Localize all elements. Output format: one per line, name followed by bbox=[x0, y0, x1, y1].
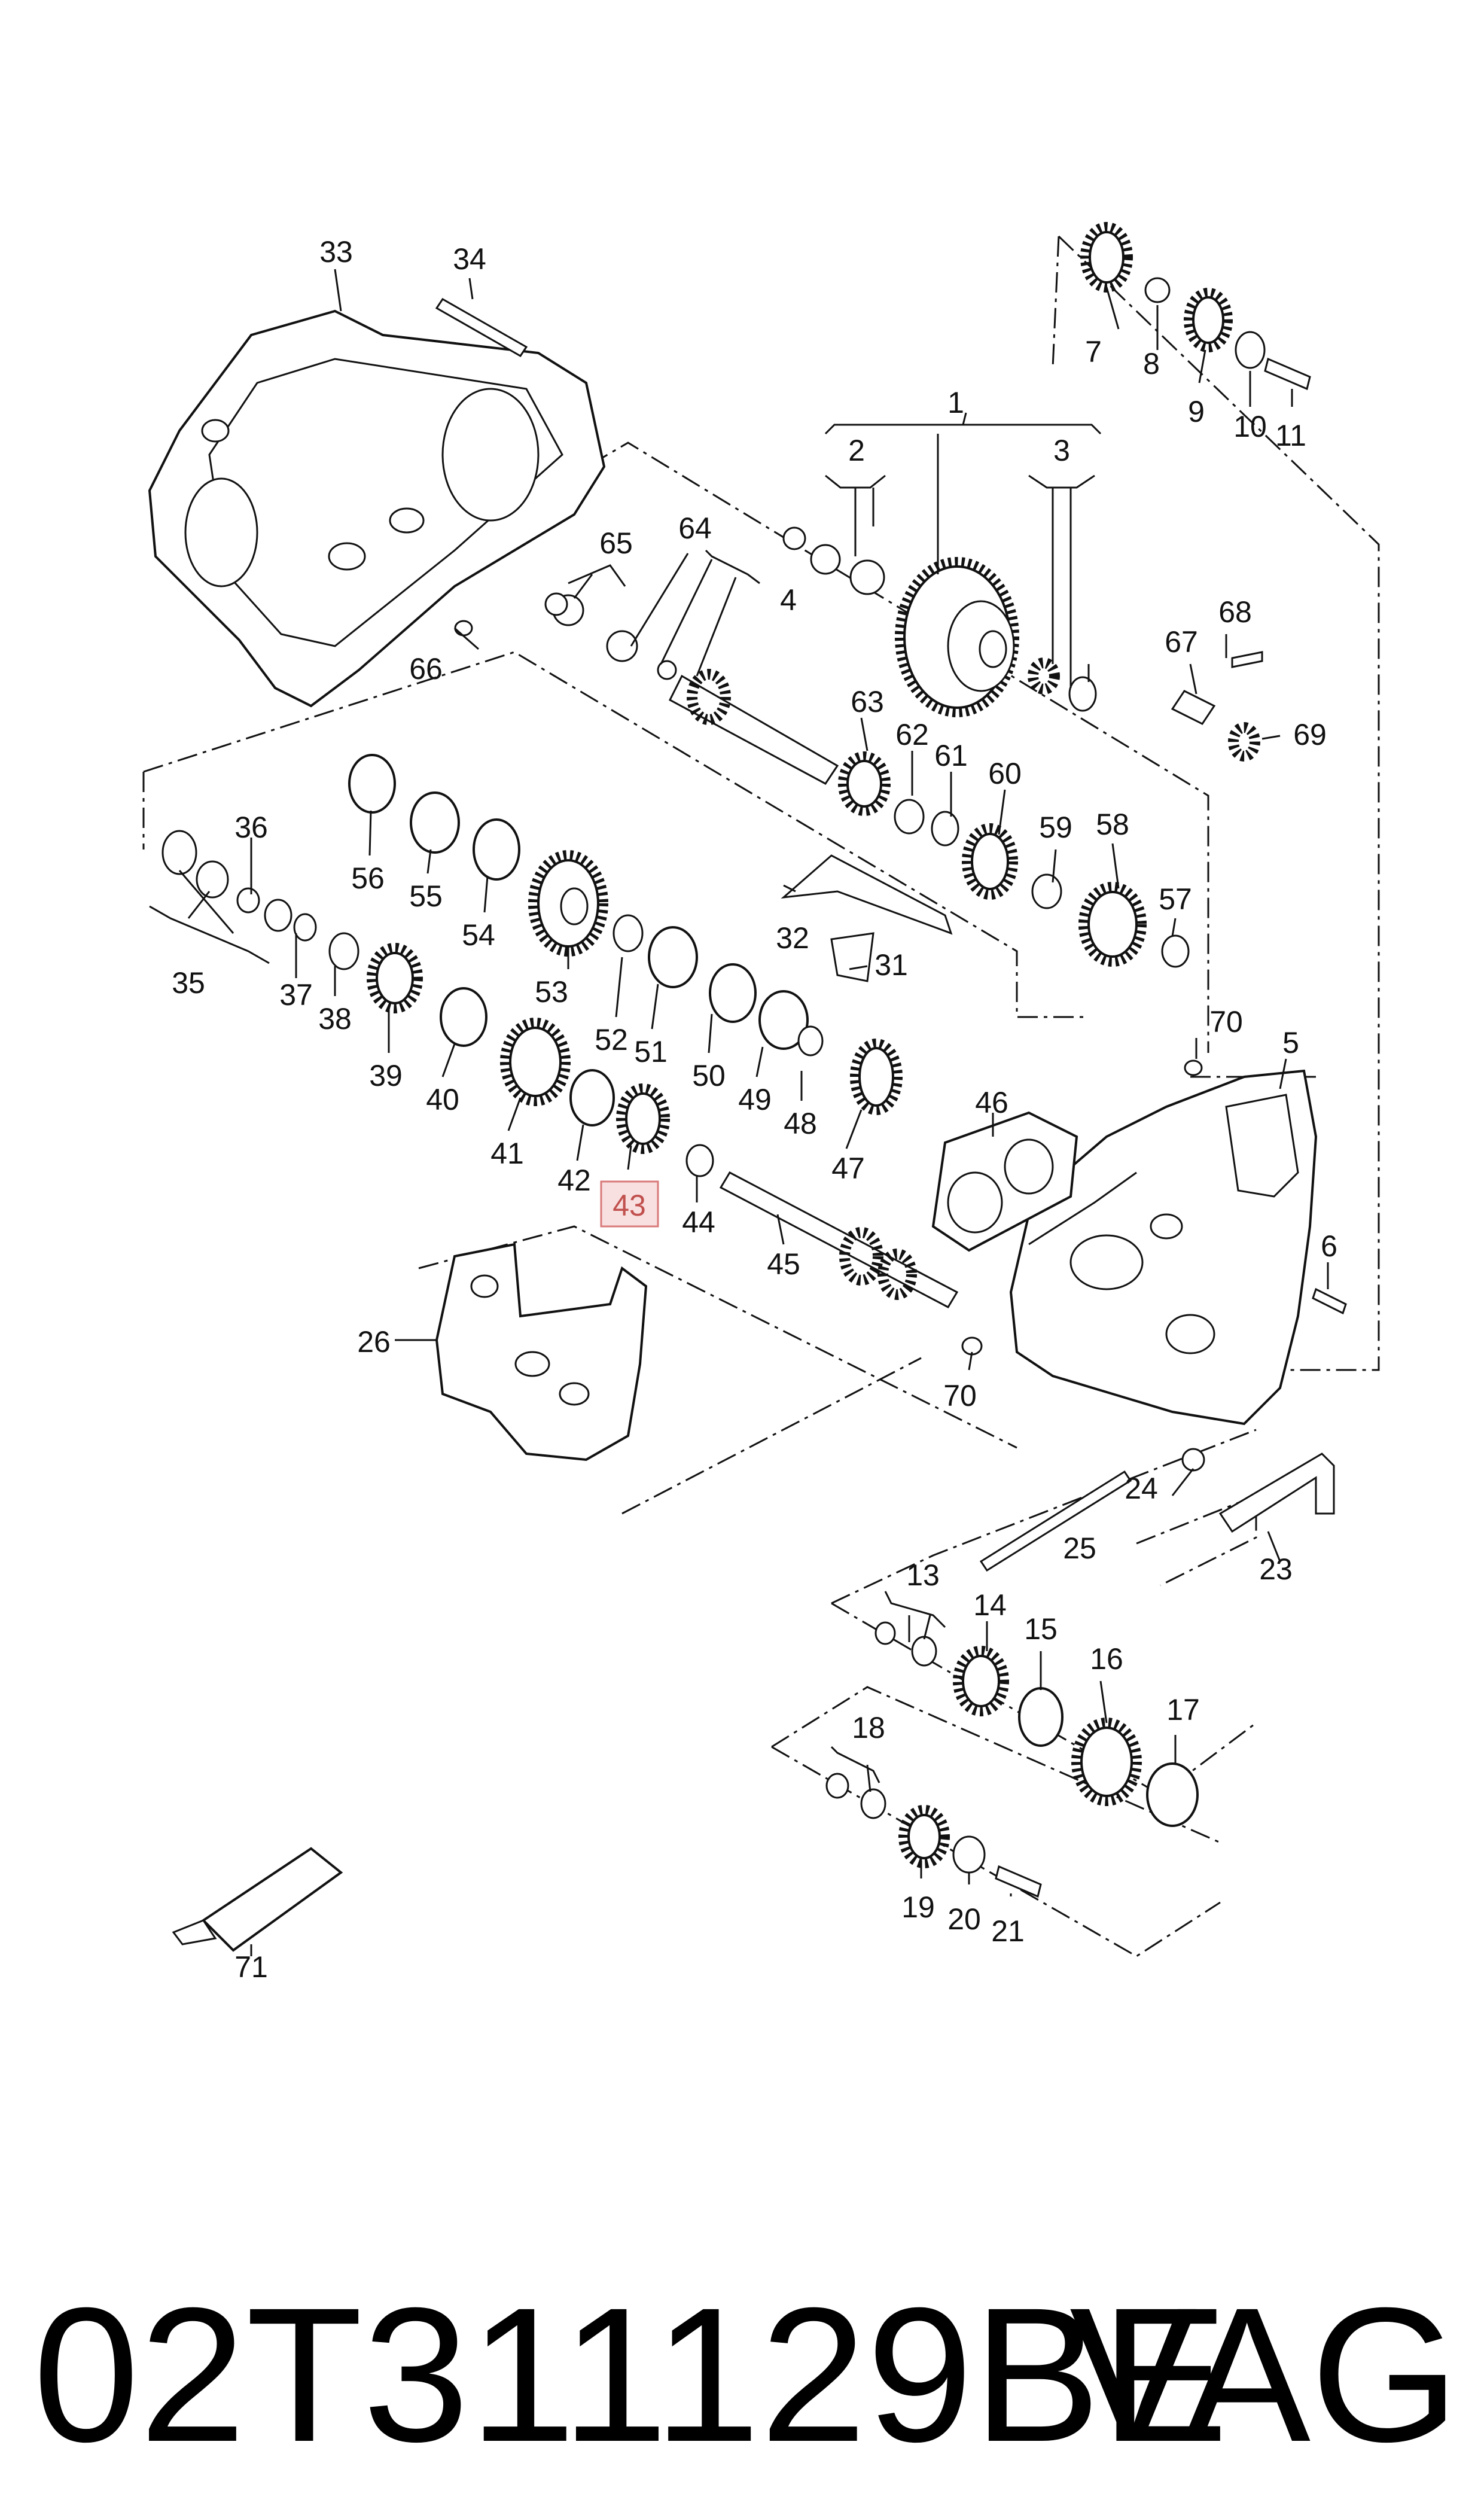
callout-45: 45 bbox=[767, 1247, 800, 1281]
callout-48: 48 bbox=[784, 1107, 817, 1140]
callout-35: 35 bbox=[172, 966, 205, 1000]
callout-24: 24 bbox=[1125, 1472, 1158, 1505]
callout-8: 8 bbox=[1143, 347, 1160, 380]
callout-7: 7 bbox=[1085, 335, 1102, 369]
sealant-tube bbox=[172, 1847, 343, 1952]
callout-65: 65 bbox=[599, 526, 633, 560]
callout-37: 37 bbox=[279, 978, 313, 1012]
callout-67: 67 bbox=[1165, 625, 1198, 659]
brand-label: VAG bbox=[1069, 2267, 1459, 2482]
callout-44: 44 bbox=[682, 1205, 715, 1239]
input-shaft bbox=[544, 592, 839, 785]
callout-18: 18 bbox=[852, 1711, 885, 1744]
bolts bbox=[435, 298, 1347, 1356]
callout-55: 55 bbox=[409, 879, 443, 913]
callout-5: 5 bbox=[1282, 1026, 1299, 1059]
callout-4: 4 bbox=[780, 583, 797, 617]
callout-40: 40 bbox=[426, 1083, 459, 1116]
callout-42: 42 bbox=[557, 1164, 591, 1197]
callout-41: 41 bbox=[490, 1137, 524, 1170]
callout-23: 23 bbox=[1259, 1552, 1293, 1586]
callout-54: 54 bbox=[462, 918, 495, 952]
callout-26: 26 bbox=[357, 1325, 391, 1359]
callout-34: 34 bbox=[453, 242, 486, 276]
callout-66: 66 bbox=[409, 652, 443, 686]
callout-11: 11 bbox=[1275, 419, 1306, 452]
callout-71: 71 bbox=[234, 1950, 268, 1984]
callout-2: 2 bbox=[848, 434, 865, 467]
callout-10: 10 bbox=[1233, 410, 1267, 443]
callout-3: 3 bbox=[1053, 434, 1070, 467]
leader-lines bbox=[149, 269, 1329, 1956]
selector-mechanism bbox=[435, 1243, 648, 1462]
callout-labels: 1 2 3 4 5 6 7 8 9 10 11 13 14 15 16 17 1… bbox=[172, 235, 1337, 1984]
part-number: 02T311129BE bbox=[33, 2267, 1229, 2482]
callout-46: 46 bbox=[975, 1086, 1008, 1119]
callout-9: 9 bbox=[1188, 395, 1205, 428]
callout-70-upper: 70 bbox=[1209, 1005, 1243, 1039]
callout-68: 68 bbox=[1218, 595, 1252, 629]
callout-52: 52 bbox=[595, 1023, 628, 1056]
callout-20: 20 bbox=[947, 1902, 981, 1936]
transmission-housing bbox=[148, 309, 606, 708]
callout-57: 57 bbox=[1159, 882, 1192, 916]
callout-62: 62 bbox=[895, 718, 929, 751]
callout-36: 36 bbox=[234, 811, 268, 844]
fifth-gear-parts bbox=[825, 1448, 1335, 1898]
callout-69: 69 bbox=[1293, 718, 1327, 751]
callout-50: 50 bbox=[692, 1059, 726, 1092]
callout-15: 15 bbox=[1024, 1612, 1058, 1646]
callout-1: 1 bbox=[947, 386, 964, 419]
bearing-plate bbox=[931, 1111, 1078, 1252]
shift-rails bbox=[781, 854, 953, 982]
callout-63: 63 bbox=[851, 685, 884, 718]
callout-51: 51 bbox=[634, 1035, 668, 1068]
callout-39: 39 bbox=[369, 1059, 403, 1092]
callout-70-lower: 70 bbox=[943, 1379, 977, 1412]
callout-59: 59 bbox=[1039, 811, 1072, 844]
callout-14: 14 bbox=[973, 1588, 1007, 1622]
callout-60: 60 bbox=[988, 757, 1022, 790]
callout-47: 47 bbox=[831, 1152, 865, 1185]
callout-61: 61 bbox=[934, 739, 968, 772]
callout-19: 19 bbox=[901, 1890, 935, 1924]
callout-38: 38 bbox=[318, 1002, 352, 1036]
callout-16: 16 bbox=[1090, 1642, 1123, 1676]
upper-gear-stack bbox=[348, 751, 1190, 1115]
callout-58: 58 bbox=[1096, 808, 1129, 841]
callout-13: 13 bbox=[906, 1558, 940, 1592]
callout-31: 31 bbox=[874, 948, 908, 982]
gearbox-housing bbox=[1009, 1069, 1318, 1426]
callout-6: 6 bbox=[1321, 1229, 1337, 1263]
callout-25: 25 bbox=[1063, 1531, 1096, 1565]
callout-32: 32 bbox=[776, 921, 809, 955]
callout-49: 49 bbox=[738, 1083, 772, 1116]
callout-21: 21 bbox=[991, 1914, 1025, 1948]
callout-56: 56 bbox=[351, 861, 385, 895]
lower-gear-stack bbox=[161, 830, 959, 1308]
differential bbox=[782, 526, 1097, 717]
reverse-gear-parts bbox=[1080, 222, 1311, 762]
highlighted-part-box bbox=[600, 1180, 659, 1228]
callout-43: 43 bbox=[613, 1189, 646, 1222]
callout-64: 64 bbox=[678, 511, 712, 545]
callout-53: 53 bbox=[535, 975, 568, 1009]
callout-17: 17 bbox=[1166, 1693, 1200, 1727]
callout-33: 33 bbox=[319, 235, 353, 269]
